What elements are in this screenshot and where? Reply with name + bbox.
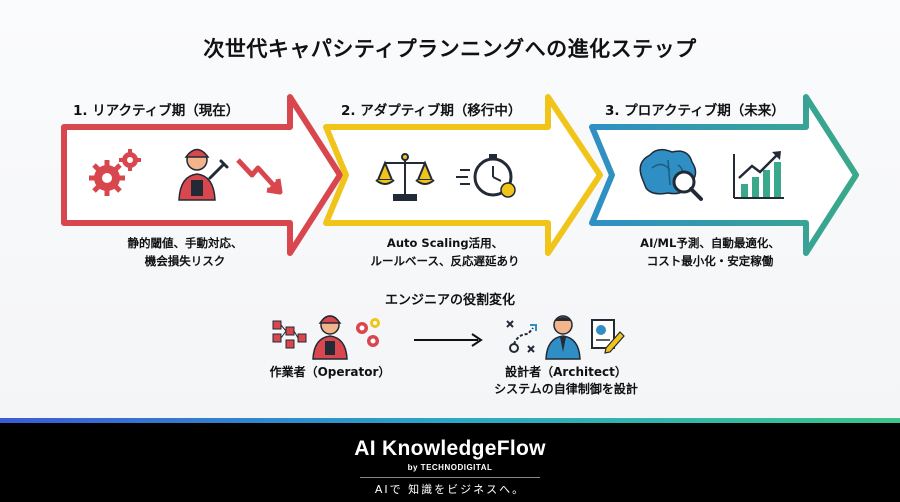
gears-icon xyxy=(89,149,141,196)
strategy-icon xyxy=(506,320,537,353)
page-title: 次世代キャパシティプランニングへの進化ステップ xyxy=(203,37,697,61)
stage-1-desc-line2: 機会損失リスク xyxy=(144,254,226,268)
stage-3-label: 3. プロアクティブ期（未来） xyxy=(605,103,785,119)
growth-chart-icon xyxy=(733,151,784,199)
flowchart-icon xyxy=(272,320,307,349)
right-arrow-icon xyxy=(414,333,483,347)
architect-label-line1: 設計者（Architect） xyxy=(505,365,627,379)
stopwatch-icon xyxy=(456,154,516,198)
stage-2-label: 2. アダプティブ期（移行中） xyxy=(341,103,522,119)
footer xyxy=(0,418,900,502)
balance-scale-icon xyxy=(375,153,435,201)
decline-arrow-icon xyxy=(236,158,283,195)
footer-accent-bar xyxy=(0,418,900,423)
stage-2-desc-line2: ルールベース、反応遅延あり xyxy=(370,254,520,268)
brand-logo-text: AI KnowledgeFlow xyxy=(354,437,546,460)
architect-icon xyxy=(545,315,581,360)
stage-2-description: Auto Scaling活用、 ルールベース、反応遅延あり xyxy=(325,234,565,270)
brain-search-icon xyxy=(639,148,703,201)
stage-1-label: 1. リアクティブ期（現在） xyxy=(73,103,240,119)
tagline: AIで 知識をビジネスへ。 xyxy=(374,483,526,496)
architect-label-line2: システムの自律制御を設計 xyxy=(494,382,638,396)
stage-2-desc-line1: Auto Scaling活用、 xyxy=(386,236,504,250)
stage-3-arrow xyxy=(589,94,859,256)
operator-icon xyxy=(312,315,348,360)
tagline-divider xyxy=(360,477,540,478)
operator-label: 作業者（Operator） xyxy=(269,365,391,379)
gears-icon xyxy=(356,318,380,347)
blueprint-icon xyxy=(591,319,625,354)
brand-byline: by TECHNODIGITAL xyxy=(407,463,493,472)
stage-3-desc-line2: コスト最小化・安定稼働 xyxy=(646,254,774,268)
tagline-area: AIで 知識をビジネスへ。 xyxy=(0,477,900,497)
stage-1-description: 静的閾値、手動対応、 機会損失リスク xyxy=(65,234,305,270)
stage-arrows xyxy=(61,94,859,360)
architect-label: 設計者（Architect） システムの自律制御を設計 xyxy=(486,364,646,398)
operator-icon xyxy=(178,148,229,201)
stage-3-description: AI/ML予測、自動最適化、 コスト最小化・安定稼働 xyxy=(590,234,830,270)
stage-3-desc-line1: AI/ML予測、自動最適化、 xyxy=(640,236,780,250)
stage-1-desc-line1: 静的閾値、手動対応、 xyxy=(127,236,243,250)
role-section-title: エンジニアの役割変化 xyxy=(384,293,515,308)
stage-2-arrow xyxy=(323,94,603,256)
